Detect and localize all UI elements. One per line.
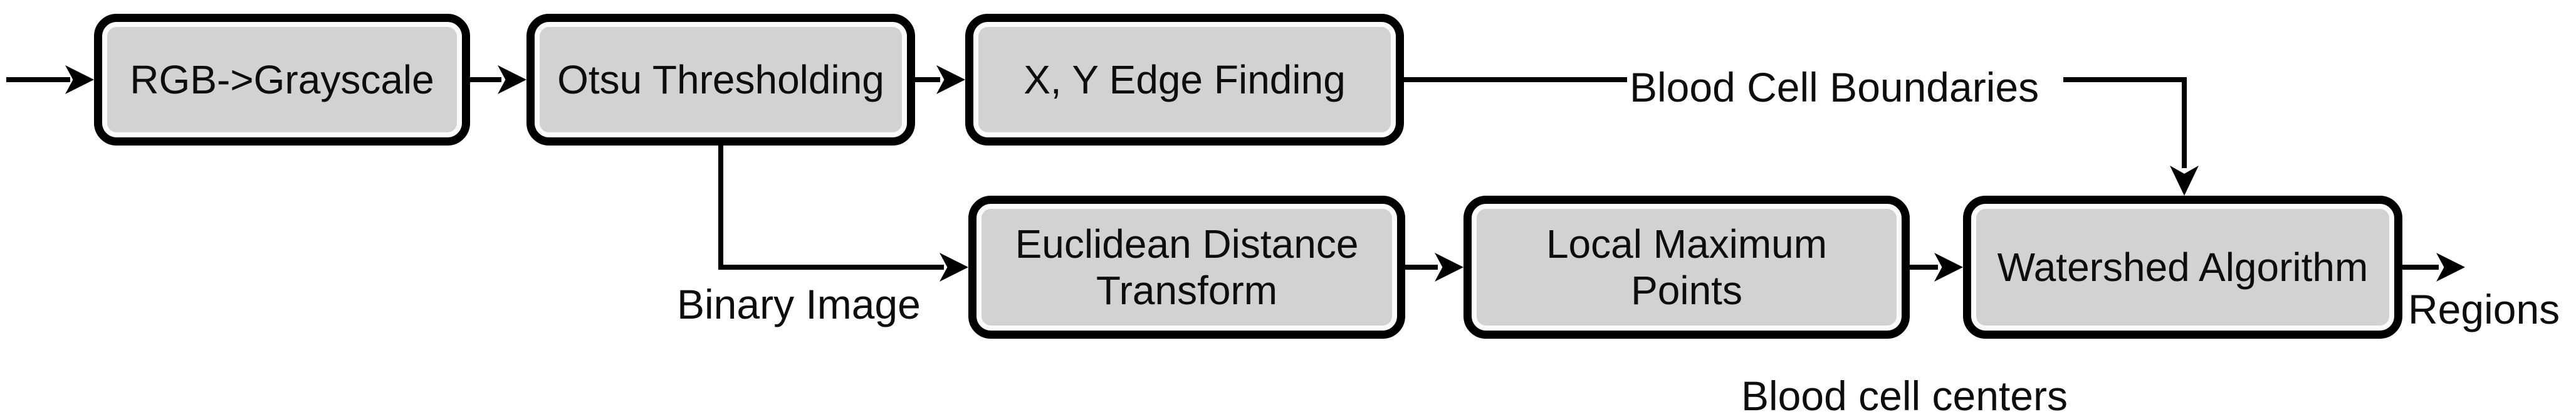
node-rgb-grayscale: RGB->Grayscale (94, 14, 470, 146)
arrow-rgb-to-otsu-head (498, 65, 526, 94)
arrow-otsu-to-edge-head (936, 65, 965, 94)
boundaries-connector-line-down (2182, 77, 2187, 168)
node-xy-edge-finding: X, Y Edge Finding (965, 14, 1404, 146)
boundaries-connector-line-left (1404, 77, 1627, 82)
label-blood-cell-centers: Blood cell centers (1741, 373, 2068, 419)
label-blood-cell-boundaries: Blood Cell Boundaries (1630, 64, 2039, 110)
label-binary-image: Binary Image (677, 281, 921, 327)
binary-connector-line-down (718, 146, 723, 270)
node-euclidean-distance-transform: Euclidean Distance Transform (968, 196, 1405, 339)
arrow-edt-to-localmax-line (1405, 265, 1438, 270)
label-regions: Regions (2408, 286, 2560, 332)
boundaries-connector-arrowhead (2170, 166, 2199, 196)
arrow-localmax-to-watershed-head (1934, 253, 1963, 282)
arrow-edt-to-localmax-head (1435, 253, 1463, 282)
binary-connector-line-right (718, 265, 944, 270)
output-arrowhead (2436, 253, 2465, 282)
boundaries-connector-line-right (2063, 77, 2187, 82)
arrow-rgb-to-otsu-line (470, 77, 501, 82)
node-local-maximum-points: Local Maximum Points (1463, 196, 1910, 339)
output-arrow-line (2402, 265, 2439, 270)
arrow-localmax-to-watershed-line (1910, 265, 1938, 270)
input-arrow-line (6, 77, 70, 82)
node-watershed-algorithm: Watershed Algorithm (1963, 196, 2402, 339)
arrow-otsu-to-edge-line (915, 77, 940, 82)
node-otsu-thresholding: Otsu Thresholding (526, 14, 915, 146)
